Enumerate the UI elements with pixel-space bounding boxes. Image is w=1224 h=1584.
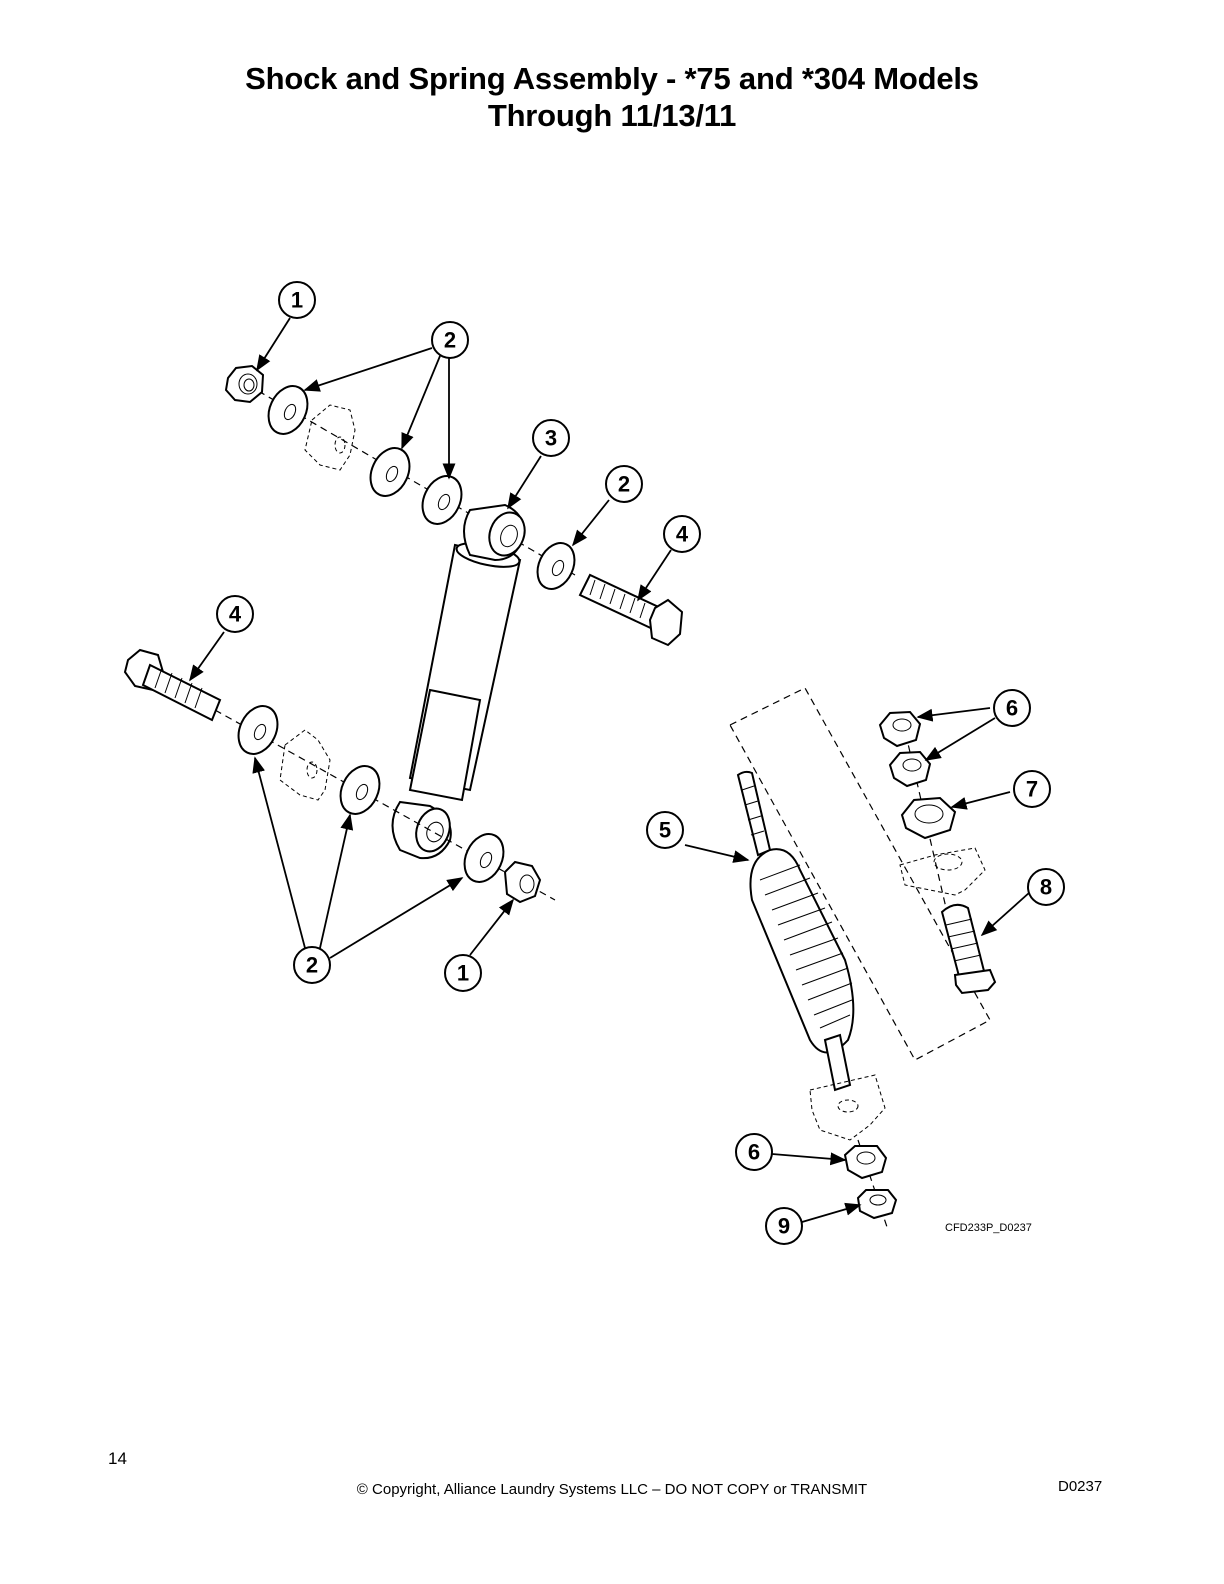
leader-1-top: [256, 317, 291, 372]
leader-8: [980, 891, 1031, 937]
lock-nut-top: [224, 364, 265, 404]
shock-absorber: [391, 503, 526, 860]
callout-2-right: 2: [605, 465, 643, 503]
leader-3: [507, 455, 542, 510]
leader-1-bottom: [469, 898, 514, 956]
spring: [736, 770, 855, 1092]
hex-bolt-right: [578, 573, 684, 647]
callout-2-top: 2: [431, 321, 469, 359]
washer-top-2: [369, 447, 411, 497]
leader-2-bottom-a: [252, 756, 306, 949]
washer-top-1: [267, 385, 309, 435]
leader-4-right: [637, 549, 672, 602]
callout-6-bottom: 6: [735, 1133, 773, 1171]
hex-nut-bottom-9: [856, 1189, 898, 1220]
hex-nut-top-1: [878, 710, 922, 748]
leader-4-left: [189, 631, 225, 682]
bracket-phantom-top: [304, 404, 356, 471]
callout-9: 9: [765, 1207, 803, 1245]
leader-6-bottom: [771, 1152, 847, 1166]
page-title: Shock and Spring Assembly - *75 and *304…: [0, 60, 1224, 134]
hex-nut-bottom: [843, 1145, 888, 1180]
title-line-2: Through 11/13/11: [487, 98, 737, 133]
leader-2-bottom-b: [319, 813, 354, 949]
leader-2-top-a: [303, 347, 433, 392]
bracket-phantom-right: [899, 847, 986, 896]
svg-text:2: 2: [618, 472, 630, 497]
bracket-phantom-lower: [279, 729, 331, 801]
callout-1-bottom: 1: [444, 954, 482, 992]
document-code: D0237: [1058, 1478, 1103, 1495]
title-line-1: Shock and Spring Assembly - *75 and *304…: [245, 61, 979, 96]
washer-right: [536, 542, 576, 590]
washer-top-3: [421, 475, 463, 525]
leader-9: [801, 1202, 862, 1223]
jam-nut: [900, 796, 957, 840]
callout-5: 5: [646, 811, 684, 849]
copyright-notice: © Copyright, Alliance Laundry Systems LL…: [356, 1481, 868, 1498]
hex-nut-top-2: [888, 750, 932, 788]
washer-lower-1: [237, 705, 279, 755]
svg-text:5: 5: [659, 818, 671, 843]
leader-7: [950, 791, 1011, 810]
svg-text:7: 7: [1026, 777, 1038, 802]
svg-text:2: 2: [444, 328, 456, 353]
callout-4-left: 4: [216, 595, 254, 633]
callout-4-right: 4: [663, 515, 701, 553]
callout-1-top: 1: [278, 281, 316, 319]
svg-text:9: 9: [778, 1214, 790, 1239]
leader-2-bottom-c: [329, 877, 464, 959]
callout-8: 8: [1027, 868, 1065, 906]
svg-text:4: 4: [229, 602, 242, 627]
leader-5: [684, 844, 750, 863]
leader-6-top-a: [916, 707, 991, 722]
leader-2-top-b: [401, 355, 441, 450]
svg-text:3: 3: [545, 426, 557, 451]
callout-7: 7: [1013, 770, 1051, 808]
plate-phantom-bottom: [809, 1074, 886, 1141]
leader-6-top-b: [924, 717, 996, 761]
page-number: 14: [108, 1449, 127, 1468]
washer-lower-3: [463, 833, 505, 883]
svg-text:2: 2: [306, 953, 318, 978]
callout-6-top: 6: [993, 689, 1031, 727]
svg-text:8: 8: [1040, 875, 1052, 900]
svg-text:6: 6: [748, 1140, 760, 1165]
adjusting-bolt: [940, 903, 997, 995]
drawing-code: CFD233P_D0237: [945, 1222, 1032, 1234]
svg-text:6: 6: [1006, 696, 1018, 721]
hex-bolt-left: [123, 648, 222, 722]
svg-text:1: 1: [457, 961, 469, 986]
svg-text:1: 1: [291, 288, 303, 313]
callout-3: 3: [532, 419, 570, 457]
lock-nut-bottom: [503, 860, 542, 904]
svg-text:4: 4: [676, 522, 689, 547]
washer-lower-2: [339, 765, 381, 815]
callout-2-bottom: 2: [293, 946, 331, 984]
assembly-outline: [729, 687, 991, 1061]
leader-2-right: [571, 499, 610, 547]
